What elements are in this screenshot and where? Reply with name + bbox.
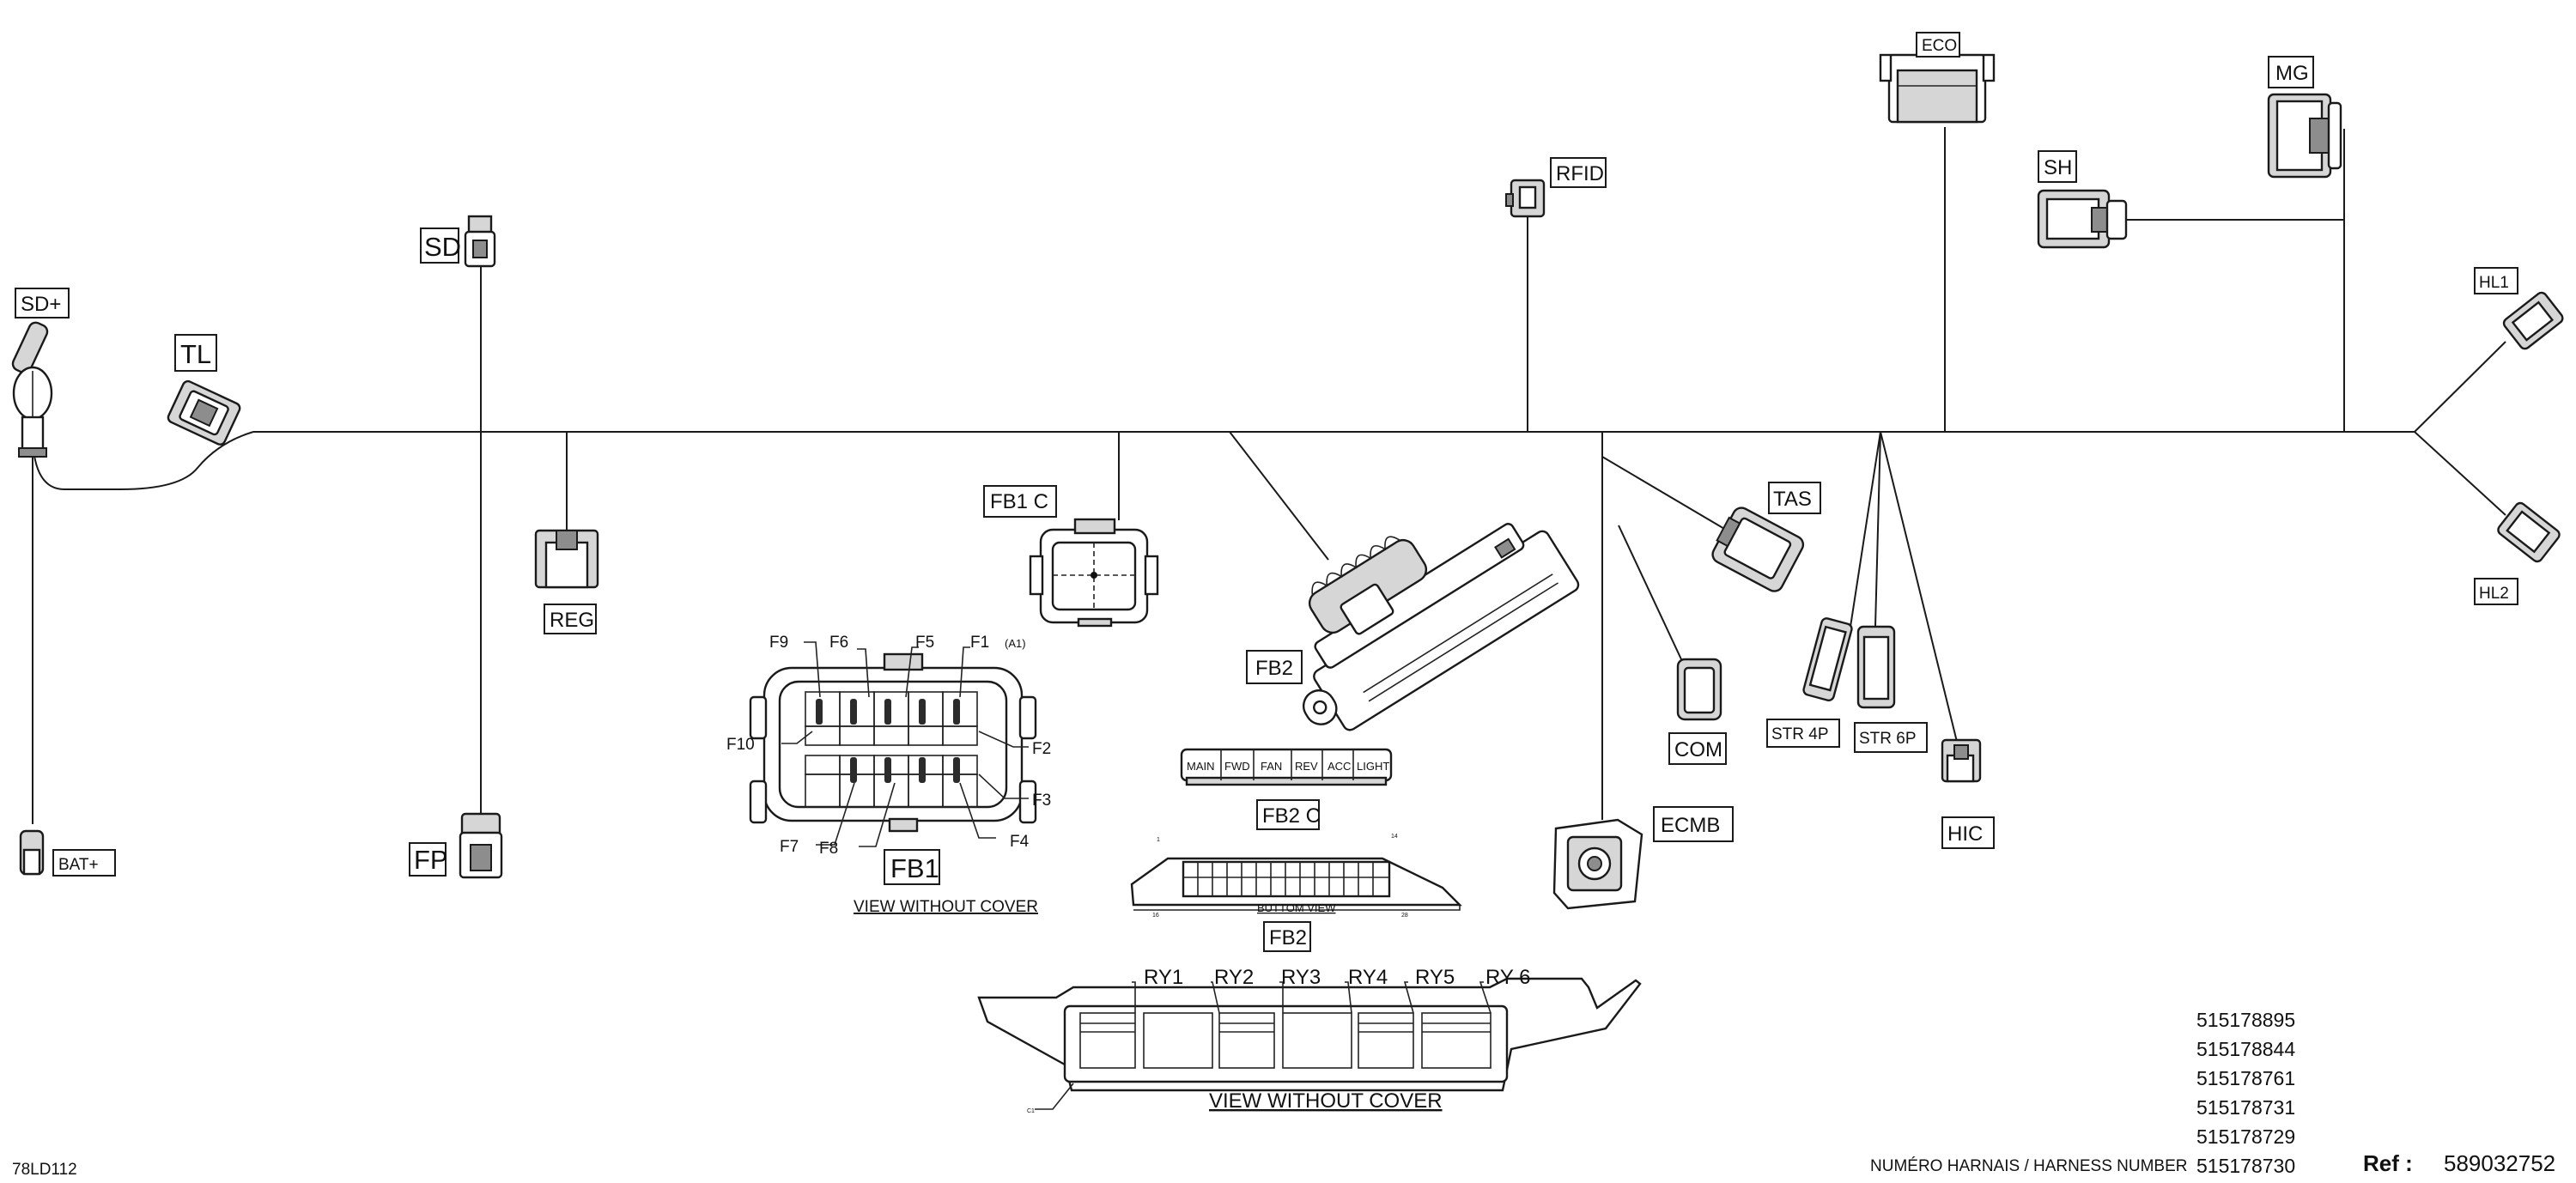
label-com: COM: [1674, 738, 1722, 761]
label-fb2: FB2: [1255, 657, 1293, 680]
fb2-pin-14: 14: [1391, 834, 1398, 840]
label-f8: F8: [819, 840, 838, 858]
hl2-connector: [2497, 501, 2561, 563]
note-relay-view-without-cover: VIEW WITHOUT COVER: [1209, 1089, 1443, 1113]
label-f10: F10: [726, 736, 755, 754]
harness-number: 515178761: [2196, 1067, 2295, 1089]
label-hic: HIC: [1947, 822, 1983, 846]
label-str-6p: STR 6P: [1859, 730, 1917, 748]
com-connector: [1676, 658, 1722, 721]
sd-connector: [464, 215, 496, 268]
mg-connector: [2267, 93, 2342, 179]
tl-connector: [167, 379, 241, 446]
sh-connector: [2037, 189, 2128, 249]
label-f5: F5: [915, 634, 934, 652]
main-harness-trunk: [32, 127, 2506, 824]
harness-number: 515178730: [2196, 1155, 2295, 1177]
note-fb1-view-without-cover: VIEW WITHOUT COVER: [854, 898, 1038, 916]
label-ecmb: ECMB: [1661, 814, 1720, 837]
fb2c-slot-strip: [1180, 748, 1393, 786]
note-buttom-view: BUTTOM VIEW: [1257, 901, 1336, 914]
harness-number-caption: NUMÉRO HARNAIS / HARNESS NUMBER: [1870, 1157, 2188, 1175]
label-eco: ECO: [1922, 37, 1957, 55]
label-f9: F9: [769, 634, 788, 652]
label-f4: F4: [1010, 833, 1030, 851]
tas-connector: [1711, 507, 1805, 592]
label-ry2: RY2: [1214, 966, 1254, 989]
ecmb-connector: [1552, 818, 1643, 910]
label-ry5: RY5: [1415, 966, 1455, 989]
fb2c-slot-fan: FAN: [1261, 760, 1282, 773]
label-f3: F3: [1032, 792, 1051, 810]
label-f6: F6: [829, 634, 848, 652]
label-fb1: FB1: [890, 853, 939, 883]
label-sd-plus: SD+: [21, 293, 61, 316]
label-bat-plus: BAT+: [58, 856, 99, 874]
drawing-code: 78LD112: [12, 1161, 77, 1179]
hl1-connector: [2502, 291, 2564, 350]
label-sd: SD: [424, 232, 461, 262]
bat-plus-terminal: [19, 829, 45, 876]
fp-connector: [459, 812, 503, 879]
label-f2: F2: [1032, 740, 1051, 758]
fb2-pin-16: 16: [1152, 913, 1159, 919]
label-tl: TL: [180, 339, 211, 369]
label-f7: F7: [780, 838, 799, 856]
fb2c-slot-rev: REV: [1295, 760, 1318, 773]
label-ry6: RY 6: [1485, 966, 1531, 989]
label-fb1c: FB1 C: [990, 490, 1048, 513]
harness-number: 515178731: [2196, 1096, 2295, 1119]
label-sh: SH: [2044, 156, 2072, 179]
fb2c-slot-light: LIGHT: [1357, 760, 1389, 773]
label-f1: F1: [970, 634, 989, 652]
eco-connector: [1879, 53, 1996, 124]
rfid-connector: [1505, 179, 1546, 218]
fb2-pin-28: 28: [1401, 913, 1408, 919]
label-hl2: HL2: [2479, 585, 2509, 603]
label-hl1: HL1: [2479, 274, 2509, 292]
harness-number: 515178729: [2196, 1125, 2295, 1148]
fb2-bottom-view: [1130, 857, 1462, 911]
label-tas: TAS: [1773, 488, 1812, 511]
relay-box: [977, 977, 1642, 1110]
str-4p-connector: [1802, 617, 1853, 702]
label-ry3: RY3: [1281, 966, 1321, 989]
ref-number: 589032752: [2444, 1150, 2555, 1176]
ref-label: Ref :: [2363, 1150, 2413, 1176]
fb1c-connector: [1029, 518, 1159, 628]
fb2c-slot-main: MAIN: [1187, 760, 1215, 773]
hic-connector: [1941, 738, 1982, 783]
harness-number-list: 515178895 515178844 515178761 515178731 …: [2196, 1009, 2295, 1177]
fb2-pin-1: 1: [1157, 837, 1160, 843]
sd-plus-key-switch: [11, 321, 53, 458]
fb1-fuse-box: [749, 641, 1037, 847]
label-ry1: RY1: [1144, 966, 1183, 989]
str-6p-connector: [1856, 625, 1896, 709]
harness-number: 515178844: [2196, 1038, 2295, 1060]
relay-pin-c1: C1: [1027, 1108, 1035, 1114]
label-str-4p: STR 4P: [1771, 725, 1829, 743]
fb2c-slot-fwd: FWD: [1224, 760, 1250, 773]
label-a1: (A1): [1005, 637, 1026, 650]
label-reg: REG: [550, 609, 594, 632]
reg-connector: [534, 529, 599, 589]
label-rfid: RFID: [1556, 162, 1604, 185]
label-fp: FP: [414, 845, 448, 875]
label-fb2-bottom: FB2: [1269, 926, 1307, 949]
fb2-module: [1302, 523, 1580, 731]
label-ry4: RY4: [1348, 966, 1388, 989]
harness-number: 515178895: [2196, 1009, 2295, 1031]
fb2c-slot-acc: ACC: [1327, 760, 1351, 773]
label-fb2c: FB2 C: [1262, 804, 1321, 828]
label-mg: MG: [2275, 62, 2309, 85]
